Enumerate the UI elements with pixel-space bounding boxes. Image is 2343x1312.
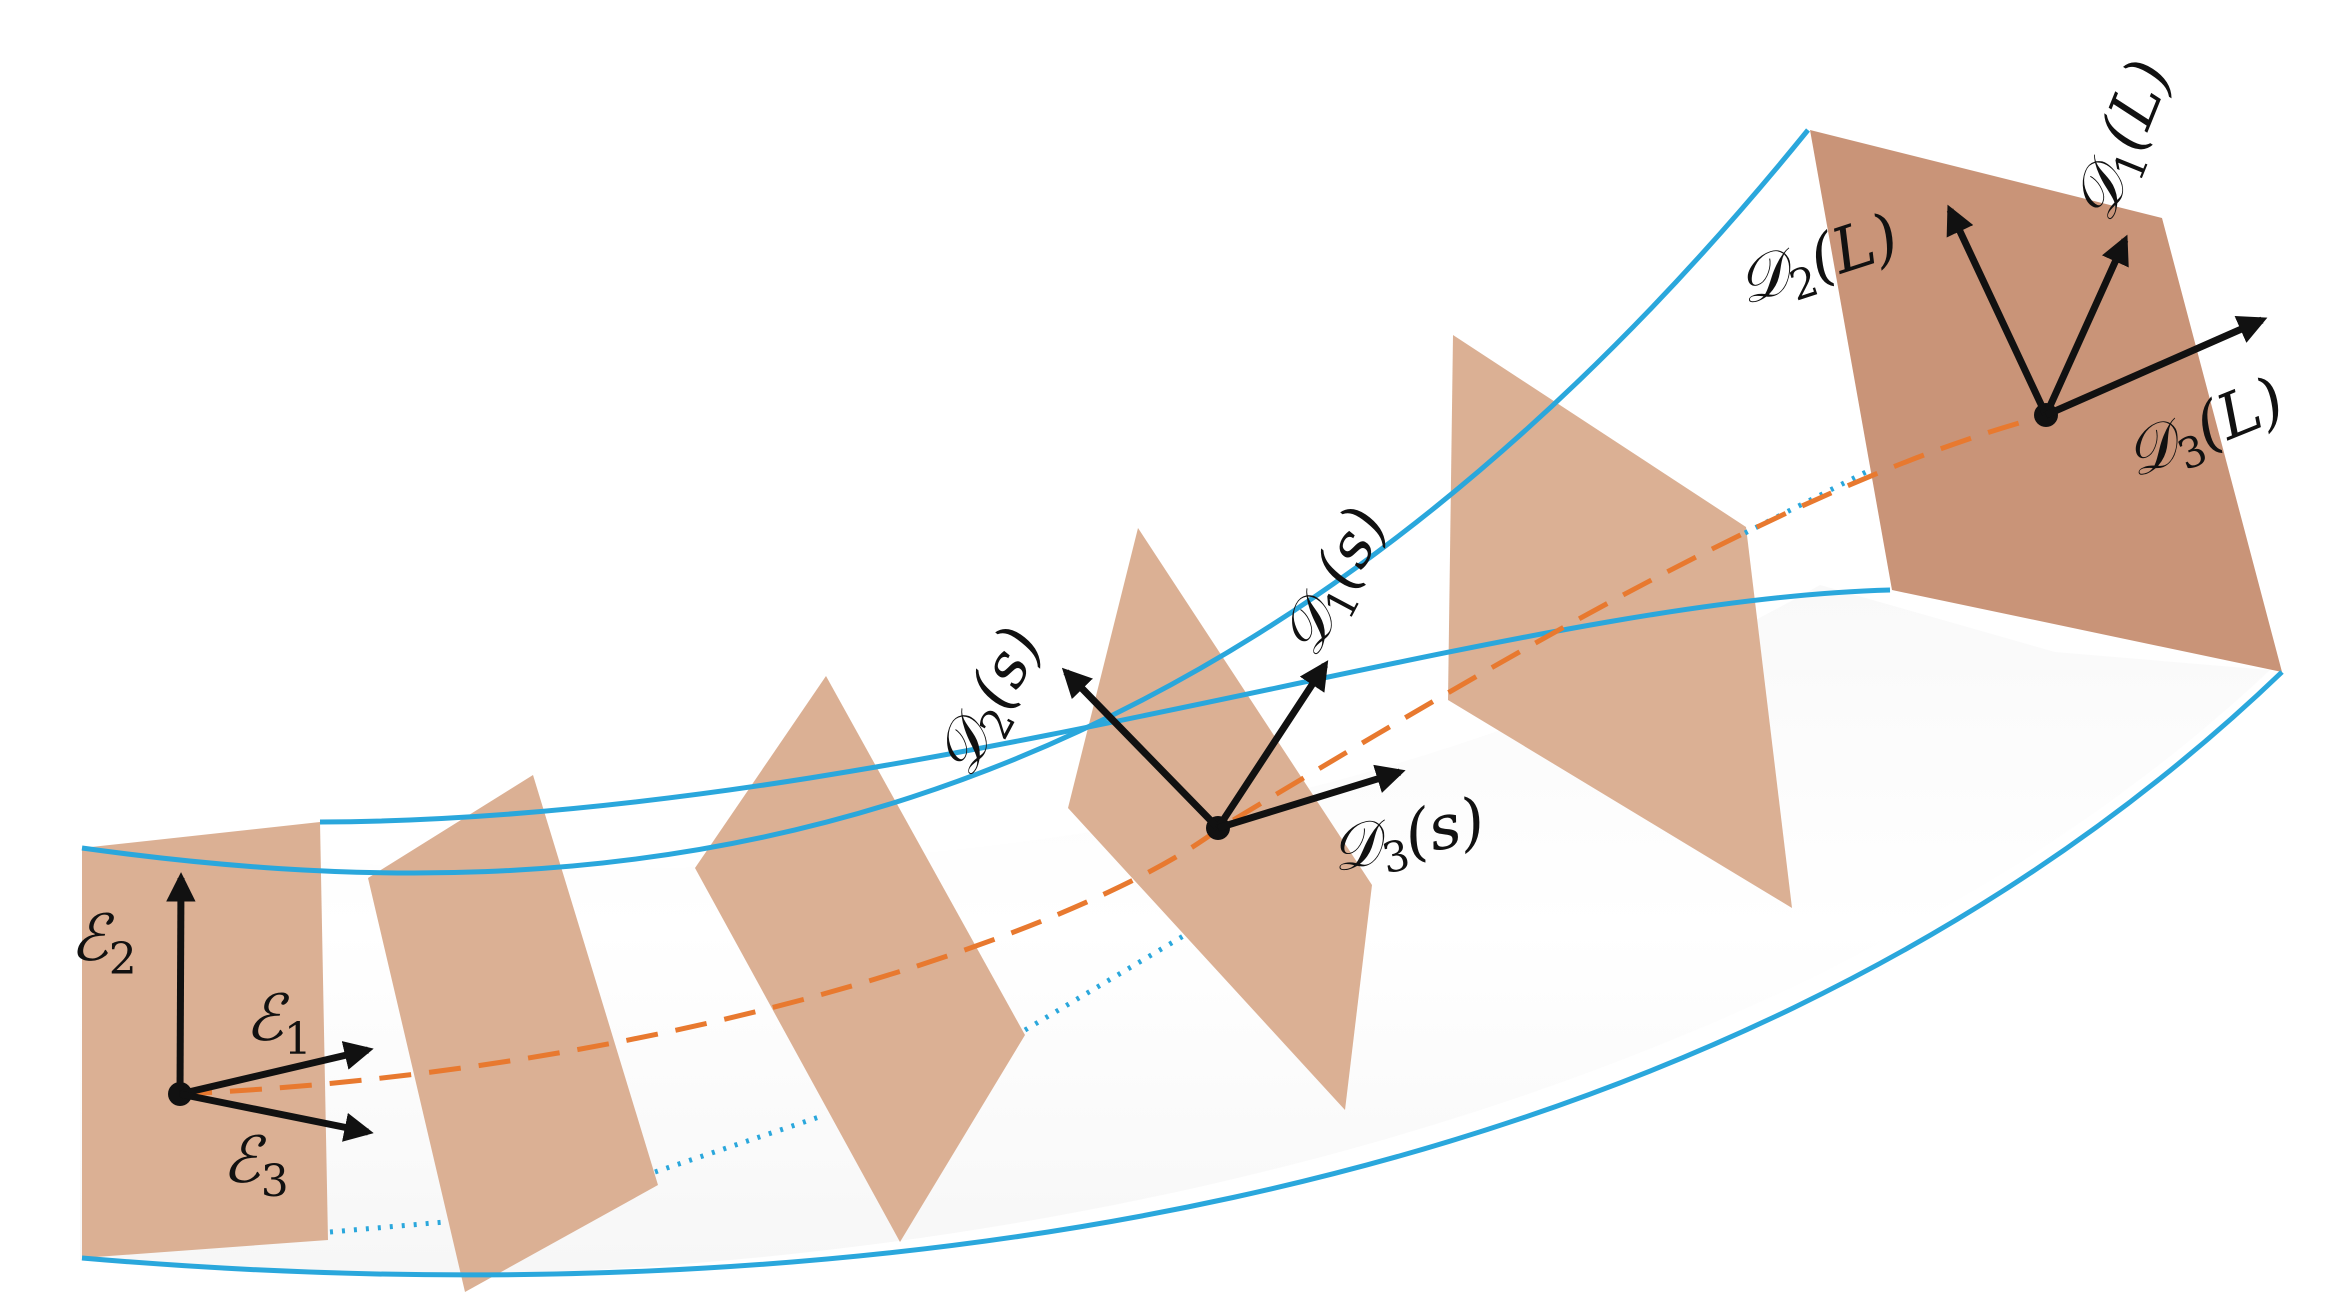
e2-arrow <box>166 872 196 1095</box>
d3s-arrow <box>1216 764 1406 832</box>
d2s-arrow <box>1061 667 1221 831</box>
hidden-edge-1 <box>329 1219 446 1235</box>
tube-boundaries <box>81 128 2284 1278</box>
e3-label: ℰ3 <box>222 1124 289 1207</box>
d2s-label: 𝒟2(s) <box>919 615 1063 791</box>
fixed-frame: ℰ2 ℰ1 ℰ3 <box>70 872 374 1207</box>
d3L-arrow <box>2044 316 2268 419</box>
d1L-arrow <box>2042 234 2129 417</box>
e2-label: ℰ2 <box>70 902 137 985</box>
e3-arrow <box>179 1090 374 1142</box>
upper-boundary <box>81 128 1810 876</box>
d1s-label: 𝒟1(s) <box>1264 495 1408 671</box>
d1s-arrow <box>1215 660 1329 830</box>
lower-boundary <box>81 670 2284 1278</box>
d2L-arrow <box>1946 204 2050 417</box>
d1L-label: 𝒟1(L) <box>2056 50 2192 234</box>
cross-section-1 <box>368 775 658 1292</box>
cross-section-end-0 <box>82 822 328 1258</box>
middle-boundary <box>319 587 1891 825</box>
cross-section-2 <box>695 676 1025 1242</box>
hidden-edges <box>329 467 1872 1235</box>
e1-arrow <box>179 1041 374 1098</box>
e1-label: ℰ1 <box>245 982 312 1065</box>
cross-section-end-L <box>1810 130 2282 672</box>
